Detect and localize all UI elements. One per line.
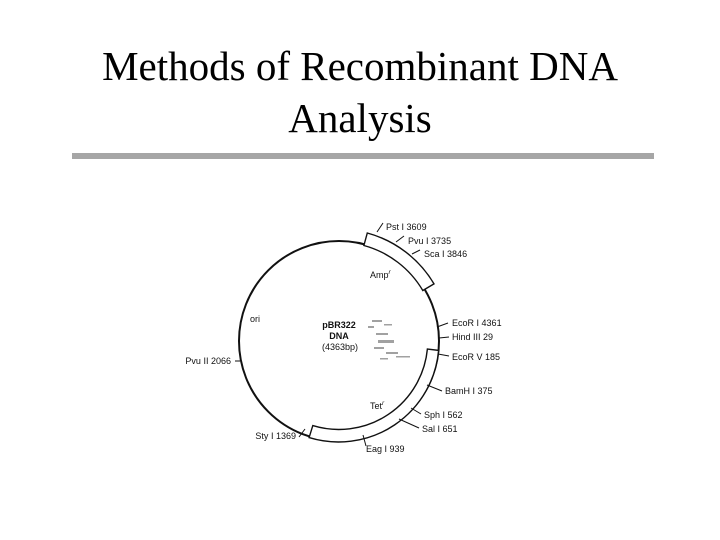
- site-label-psti: Pst I 3609: [386, 222, 427, 232]
- site-label-styi: Sty I 1369: [255, 431, 296, 441]
- site-label-scai: Sca I 3846: [424, 249, 467, 259]
- origin-label: ori: [250, 314, 260, 324]
- tet-gene-label: Tetr: [370, 400, 385, 411]
- plasmid-size: (4363bp): [322, 342, 358, 352]
- site-label-pvuii: Pvu II 2066: [185, 356, 231, 366]
- tet-gene-arc: [308, 348, 440, 443]
- title-line-2: Analysis: [288, 95, 432, 141]
- site-label-ecorv: EcoR V 185: [452, 352, 500, 362]
- scan-artifacts: [368, 320, 410, 360]
- site-label-eagi: Eag I 939: [366, 444, 405, 454]
- site-label-bamhi: BamH I 375: [445, 386, 493, 396]
- title-underline: [72, 153, 654, 159]
- site-label-sphi: Sph I 562: [424, 410, 463, 420]
- amp-gene-label: Ampr: [370, 269, 392, 280]
- title-line-1: Methods of Recombinant DNA: [102, 43, 618, 89]
- amp-gene-arc: [363, 232, 435, 292]
- plasmid-name: pBR322: [322, 320, 356, 330]
- site-ticks: [235, 222, 450, 447]
- site-label-hindiii: Hind III 29: [452, 332, 493, 342]
- site-label-pvui: Pvu I 3735: [408, 236, 451, 246]
- slide-title: Methods of Recombinant DNA Analysis: [0, 40, 720, 144]
- plasmid-name-dna: DNA: [329, 331, 349, 341]
- site-label-sali: Sal I 651: [422, 424, 458, 434]
- site-label-ecori: EcoR I 4361: [452, 318, 502, 328]
